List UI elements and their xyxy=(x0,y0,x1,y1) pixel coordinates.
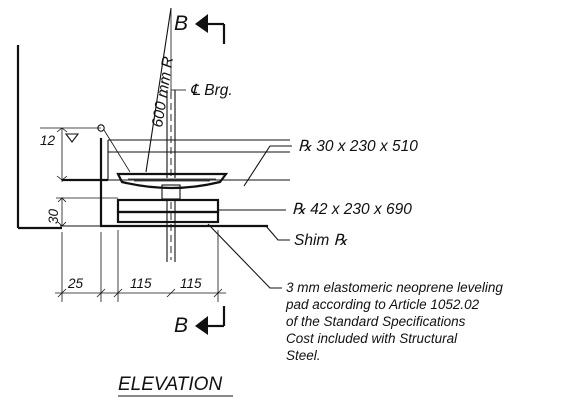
svg-text:30: 30 xyxy=(46,208,61,224)
svg-text:12: 12 xyxy=(40,133,56,148)
dimension-12: 12 xyxy=(40,124,131,182)
shim-label: Shim ℞ xyxy=(294,232,348,249)
section-mark-bottom: B xyxy=(174,306,226,337)
note: 3 mm elastomeric neoprene leveling pad a… xyxy=(285,280,503,363)
note-line: of the Standard Specifications xyxy=(286,314,466,329)
masonry-plate xyxy=(60,198,268,228)
centerline-label: ℄ Brg. xyxy=(190,82,233,99)
svg-text:ELEVATION: ELEVATION xyxy=(118,374,222,395)
dimension-115-left: 115 xyxy=(130,276,152,291)
svg-text:B: B xyxy=(174,12,188,35)
note-line: 3 mm elastomeric neoprene leveling xyxy=(286,280,503,295)
dimension-row: 25 115 115 xyxy=(55,230,226,302)
sole-plate xyxy=(116,172,229,190)
dimension-30: 30 xyxy=(46,197,118,227)
note-line: Cost included with Structural xyxy=(286,331,458,346)
note-leader xyxy=(207,223,282,289)
radius-label: 600 mm R xyxy=(149,55,177,128)
plate-top-label: ℞ 30 x 230 x 510 xyxy=(298,138,418,155)
plate-bottom-label: ℞ 42 x 230 x 690 xyxy=(292,201,412,218)
note-line: Steel. xyxy=(286,348,321,363)
section-mark-top: B xyxy=(174,12,226,44)
girder-flange xyxy=(62,139,290,182)
drawing-title: ELEVATION xyxy=(118,374,233,397)
dimension-115-right: 115 xyxy=(180,276,202,291)
note-line: pad according to Article 1052.02 xyxy=(285,297,480,312)
dimension-25: 25 xyxy=(67,276,84,291)
radius-line xyxy=(145,7,172,173)
svg-text:B: B xyxy=(174,314,188,337)
plate-top-leader xyxy=(243,145,292,187)
shim-leader xyxy=(265,225,290,241)
